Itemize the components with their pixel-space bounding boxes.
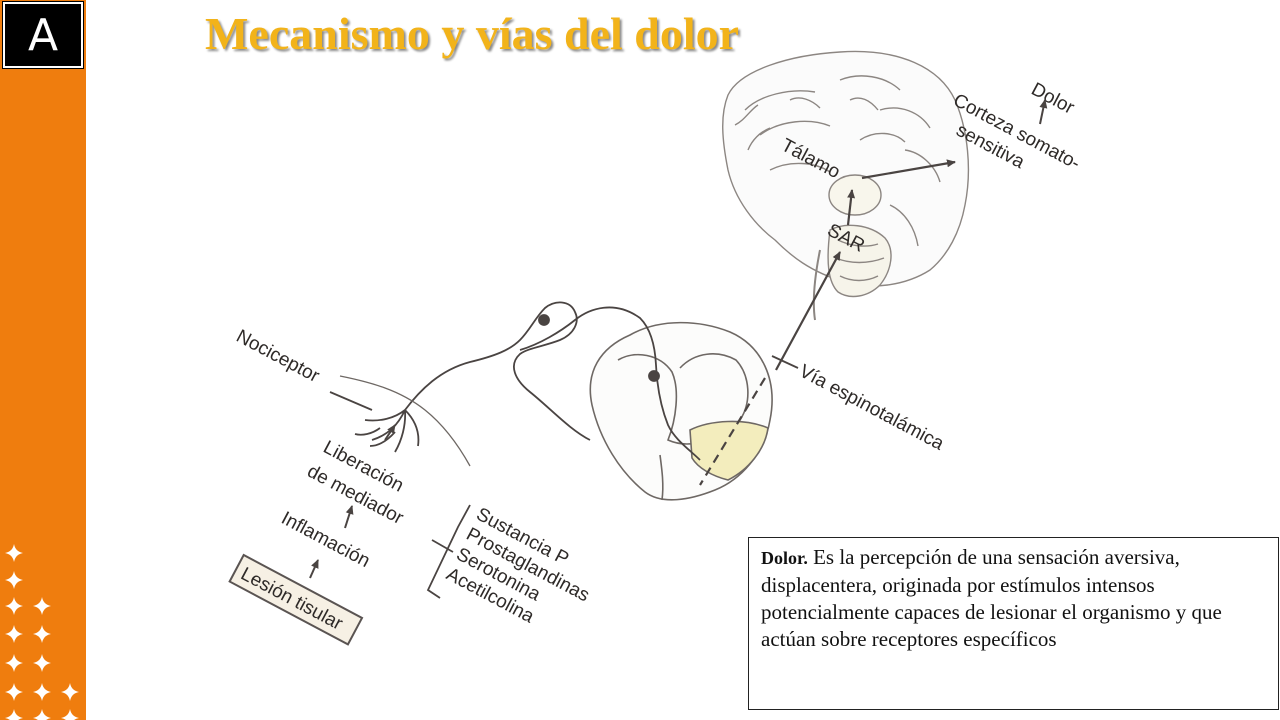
sidebar-band: A [0,0,86,720]
pain-pathway-diagram: Dolor Corteza somato- sensitiva Tálamo S… [228,50,1084,646]
sparkle-icon [33,654,51,672]
sparkle-icon [5,654,23,672]
spinothalamic-tract-dashed [699,377,766,486]
spinal-cord-section [589,321,773,501]
label-nociceptor: Nociceptor [233,326,324,387]
sparkle-icon [33,709,51,720]
lesion-box: Lesión tisular [228,553,364,646]
slide-badge: A [3,2,83,68]
sparkle-icon [5,683,23,701]
sparkle-icon [5,709,23,720]
arrow-to-cortex [861,159,956,180]
sparkle-icon [33,597,51,615]
sparkle-icon [5,597,23,615]
label-dolor: Dolor [1028,79,1079,119]
brain-illustration [722,50,970,321]
sparkle-icon [5,544,23,562]
sparkle-icon [33,625,51,643]
mediator-connector [431,539,454,553]
skin-surface [339,375,471,467]
sparkle-icon [61,683,79,701]
sparkle-decoration [5,544,79,720]
arrow-to-dolor [1039,99,1048,125]
via-pointer [771,355,799,369]
arrow-to-sar [775,251,841,371]
arrow-to-inflamacion [309,559,319,579]
sparkle-icon [61,709,79,720]
sparkle-icon [5,625,23,643]
label-via-espinotalamica: Vía espinotalámica [796,361,948,455]
mediator-bracket [426,504,471,599]
slide-title: Mecanismo y vías del dolor [205,8,740,59]
sparkle-icon [33,683,51,701]
label-inflamacion: Inflamación [278,508,374,572]
sparkle-icon [5,571,23,589]
definition-text: Es la percepción de una sensación aversi… [761,545,1222,651]
arrow-to-nociceptor [384,424,396,441]
definition-term: Dolor. [761,548,808,568]
definition-box: Dolor. Es la percepción de una sensación… [748,537,1279,710]
arrow-to-thalamus [846,189,856,226]
arrow-to-liberacion [344,505,354,529]
nociceptor-pointer [329,391,373,411]
label-lesion: Lesión tisular [237,564,346,635]
